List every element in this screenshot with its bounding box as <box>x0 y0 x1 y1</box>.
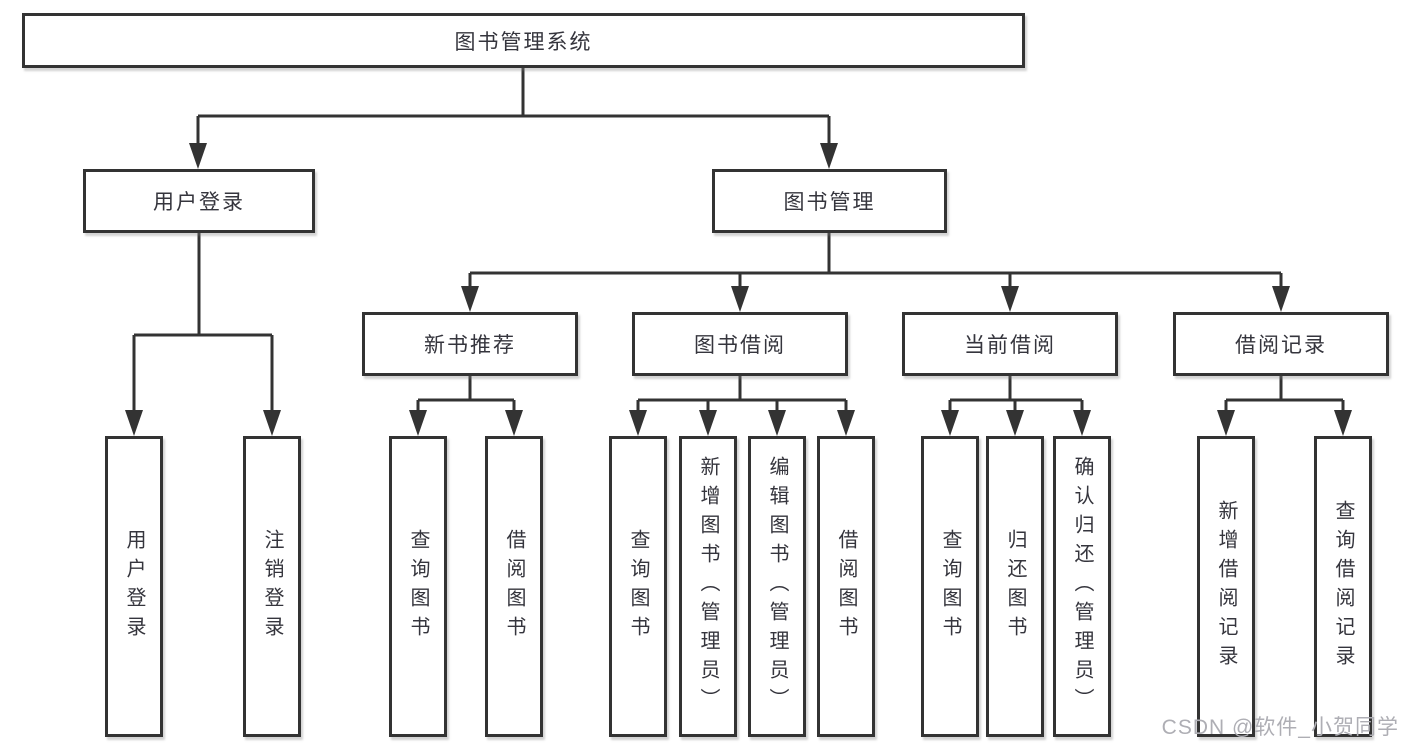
node-label: 编辑图书（管理员） <box>766 456 788 717</box>
leaf-add-book-admin: 新增图书（管理员） <box>679 436 737 737</box>
node-label: 确认归还（管理员） <box>1071 456 1093 717</box>
connector-borrow-records <box>1224 376 1345 414</box>
leaf-add-borrow-record: 新增借阅记录 <box>1197 436 1255 737</box>
node-label: 查询借阅记录 <box>1332 499 1354 674</box>
csdn-watermark: CSDN @软件_小贺同学 <box>1161 716 1399 739</box>
connector-root <box>196 68 831 146</box>
node-current-borrow: 当前借阅 <box>902 312 1118 376</box>
connector-user-login <box>132 233 274 414</box>
connector-current-borrow <box>948 376 1084 414</box>
node-label: 图书借阅 <box>694 334 786 357</box>
node-label: 新书推荐 <box>424 334 516 357</box>
leaf-edit-book-admin: 编辑图书（管理员） <box>748 436 806 737</box>
node-user-login: 用户登录 <box>83 169 315 233</box>
node-label: 注销登录 <box>261 528 283 645</box>
leaf-query-books-borrow: 查询图书 <box>609 436 667 737</box>
node-label: 图书管理 <box>783 191 876 214</box>
node-label: 归还图书 <box>1004 528 1026 645</box>
leaf-borrow-books: 借阅图书 <box>817 436 875 737</box>
node-book-borrow: 图书借阅 <box>632 312 848 376</box>
node-label: 图书管理系统 <box>454 30 593 54</box>
leaf-query-borrow-record: 查询借阅记录 <box>1314 436 1372 737</box>
leaf-confirm-return-admin: 确认归还（管理员） <box>1053 436 1111 737</box>
node-label: 借阅图书 <box>835 528 857 645</box>
node-library-system: 图书管理系统 <box>22 13 1025 68</box>
node-label: 新增图书（管理员） <box>697 456 719 717</box>
node-label: 用户登录 <box>153 191 245 214</box>
node-label: 新增借阅记录 <box>1215 499 1237 674</box>
node-label: 查询图书 <box>939 528 961 645</box>
node-label: 查询图书 <box>627 528 649 645</box>
node-label: 借阅图书 <box>503 528 525 645</box>
node-label: 当前借阅 <box>964 334 1056 357</box>
node-book-management: 图书管理 <box>712 169 947 233</box>
node-label: 借阅记录 <box>1235 334 1327 357</box>
leaf-query-books-recommend: 查询图书 <box>389 436 447 737</box>
leaf-user-login: 用户登录 <box>105 436 163 737</box>
leaf-borrow-books-recommend: 借阅图书 <box>485 436 543 737</box>
connector-book-borrow <box>636 376 848 414</box>
leaf-query-books-current: 查询图书 <box>921 436 979 737</box>
leaf-logout: 注销登录 <box>243 436 301 737</box>
connector-new-book-recommend <box>416 376 516 414</box>
node-borrow-records: 借阅记录 <box>1173 312 1389 376</box>
node-label: 查询图书 <box>407 528 429 645</box>
node-label: 用户登录 <box>123 528 145 645</box>
leaf-return-book: 归还图书 <box>986 436 1044 737</box>
node-new-book-recommend: 新书推荐 <box>362 312 578 376</box>
connector-book-management <box>468 233 1283 290</box>
